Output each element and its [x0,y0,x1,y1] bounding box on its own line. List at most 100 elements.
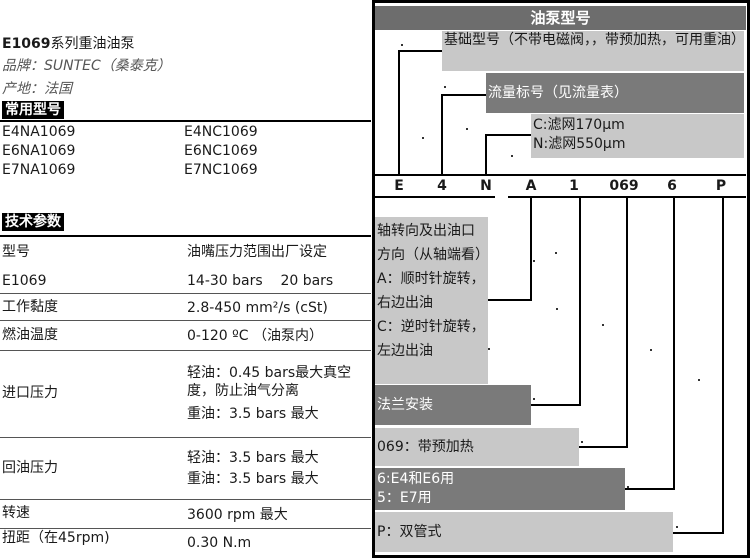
product-title-code: E1069 [2,36,51,52]
base-model-box: 基础型号（不带电磁阀，，带预加热，可用重油） [442,31,745,71]
code-letter-e: E [394,178,404,194]
row-divider [0,320,371,321]
option-box: 6:E4和E6用 5：E7用 [375,468,625,510]
spec-viscosity-label: 工作黏度 [2,299,58,315]
connector-6 [625,488,675,490]
filter-n-text: N:滤网550μm [533,136,626,152]
grid-dot [533,260,535,262]
grid-dot [581,441,583,443]
rotation-option-c: C：逆时针旋转，左边出油 [377,319,485,359]
grid-dot [488,348,490,350]
grid-dot [698,379,700,381]
connector-4 [441,94,443,174]
connector-p [673,532,724,534]
brand-text: 品牌：SUNTEC（桑泰克） [2,58,171,74]
grid-dot [555,252,557,254]
connector-n [485,134,531,136]
spec-inlet-line2: 重油：3.5 bars 最大 [187,406,319,422]
grid-dot [401,44,403,46]
spec-model-value: 14-30 bars 20 bars [187,273,334,289]
product-info-panel: E1069系列重油油泵 品牌：SUNTEC（桑泰克） 产地：法国 常用型号 E4… [0,0,371,558]
product-title: E1069系列重油油泵 [2,33,135,53]
code-letter-6: 6 [667,178,677,194]
grid-dot [676,526,678,528]
row-divider [0,293,371,294]
grid-dot [511,155,513,157]
connector-1 [579,198,581,406]
code-letter-069: 069 [609,178,639,194]
code-letter-n: N [480,178,492,194]
filter-box: C:滤网170μm N:滤网550μm [531,114,744,158]
specs-divider [0,235,371,237]
code-letter-4: 4 [437,178,447,194]
model-code: E6NA1069 [2,143,76,159]
model-code: E6NC1069 [184,143,258,159]
model-code: E7NA1069 [2,162,76,178]
spec-torque-label: 扭距（在45rpm) [2,530,110,546]
grid-dot [466,128,468,130]
code-letter-1: 1 [569,178,579,194]
code-letter-p: P [715,178,727,194]
origin-text: 产地：法国 [2,81,72,97]
product-title-rest: 系列重油油泵 [50,36,135,52]
spec-return-line1: 轻油：3.5 bars 最大 [187,450,319,466]
code-letter-a: A [525,178,537,194]
connector-e [398,50,442,52]
connector-p [722,198,724,534]
connector-069 [626,198,628,448]
option-6-text: 6:E4和E6用 [377,471,455,487]
model-code: E4NC1069 [184,124,258,140]
spec-temperature-value: 0-120 ºC （油泵内） [187,328,323,344]
code-row-bottom-rule [508,196,746,198]
grid-dot [556,308,558,310]
grid-dot [650,349,652,351]
grid-dot [602,324,604,326]
rotation-option-a: A：顺时针旋转，右边出油 [377,271,485,311]
spec-return-label: 回油压力 [2,460,58,476]
connector-e [398,50,400,174]
model-row: E6NA1069 E6NC1069 [2,143,362,162]
spec-torque-value: 0.30 N.m [187,535,252,551]
connector-4 [441,94,486,96]
spec-inlet-line1: 轻油：0.45 bars最大真空度，防止油气分离 [187,365,352,399]
connector-a [530,198,532,301]
spec-header-value: 油嘴压力范围出厂设定 [187,244,327,260]
filter-c-text: C:滤网170μm [533,117,625,133]
spec-header-label: 型号 [2,244,30,260]
spec-viscosity-value: 2.8-450 mm²/s (cSt) [187,300,328,316]
connector-a [488,299,532,301]
connector-069 [579,446,628,448]
spec-speed-label: 转速 [2,505,30,521]
pipe-box: P：双管式 [375,512,673,552]
spec-speed-value: 3600 rpm 最大 [187,507,288,523]
code-row-bottom-rule [375,196,495,198]
row-divider [0,437,371,438]
spec-inlet-label: 进口压力 [2,385,58,401]
row-divider [0,350,371,351]
grid-dot [444,86,446,88]
spec-return-line2: 重油：3.5 bars 最大 [187,471,319,487]
connector-1 [531,404,581,406]
connector-6 [673,198,675,490]
row-divider [0,499,371,500]
flange-box: 法兰安装 [375,385,531,425]
row-divider [0,528,371,529]
grid-dot [533,398,535,400]
model-code: E7NC1069 [184,162,258,178]
rotation-title: 轴转向及出油口方向（从轴端看） [377,223,489,263]
flow-box: 流量标号（见流量表） [486,73,744,113]
specs-section-label: 技术参数 [2,213,64,231]
grid-dot [627,486,629,488]
grid-dot [422,137,424,139]
option-5-text: 5：E7用 [377,490,432,506]
rotation-box: 轴转向及出油口方向（从轴端看） A：顺时针旋转，右边出油 C：逆时针旋转，左边出… [375,217,489,384]
spec-model-label: E1069 [2,273,47,289]
model-row: E4NA1069 E4NC1069 [2,124,362,143]
models-divider [0,120,371,122]
preheat-box: 069：带预加热 [375,428,579,466]
spec-temperature-label: 燃油温度 [2,327,58,343]
models-section-label: 常用型号 [2,101,64,119]
pump-code-header: 油泵型号 [375,6,746,30]
model-code: E4NA1069 [2,124,76,140]
code-row-top-rule [375,174,746,176]
